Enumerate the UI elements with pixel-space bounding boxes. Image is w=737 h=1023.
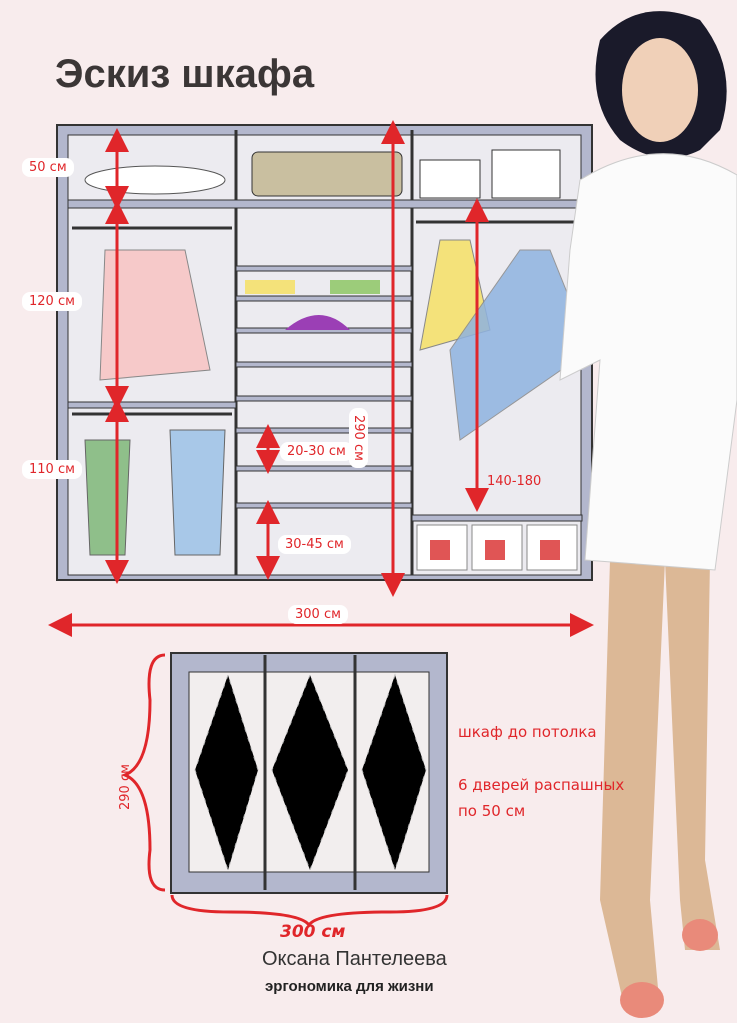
tagline: эргономика для жизни bbox=[265, 978, 434, 995]
dim-long-hanging: 140-180 bbox=[487, 474, 542, 489]
wardrobe-front bbox=[56, 124, 593, 581]
note-ceiling: шкаф до потолка bbox=[458, 723, 597, 741]
plan-width-label: 300 см bbox=[280, 922, 346, 942]
dim-drawer-gap: 30-45 см bbox=[278, 535, 351, 554]
plan-height-label: 290 см bbox=[118, 764, 133, 810]
wardrobe-plan bbox=[120, 652, 449, 928]
note-doors: 6 дверей распашных bbox=[458, 776, 625, 794]
dim-lower-rail: 110 см bbox=[22, 460, 82, 479]
dimension-arrows bbox=[48, 120, 594, 637]
woman-illustration bbox=[559, 11, 737, 1018]
dim-total-width: 300 см bbox=[288, 605, 348, 624]
author-name: Оксана Пантелеева bbox=[262, 948, 447, 970]
dim-top-shelf: 50 см bbox=[22, 158, 74, 177]
dim-total-height: 290 см bbox=[349, 408, 368, 468]
dim-upper-rail: 120 см bbox=[22, 292, 82, 311]
dim-shelf-gap: 20-30 см bbox=[280, 442, 353, 461]
page-title: Эскиз шкафа bbox=[55, 52, 315, 96]
note-door-width: по 50 см bbox=[458, 802, 526, 820]
